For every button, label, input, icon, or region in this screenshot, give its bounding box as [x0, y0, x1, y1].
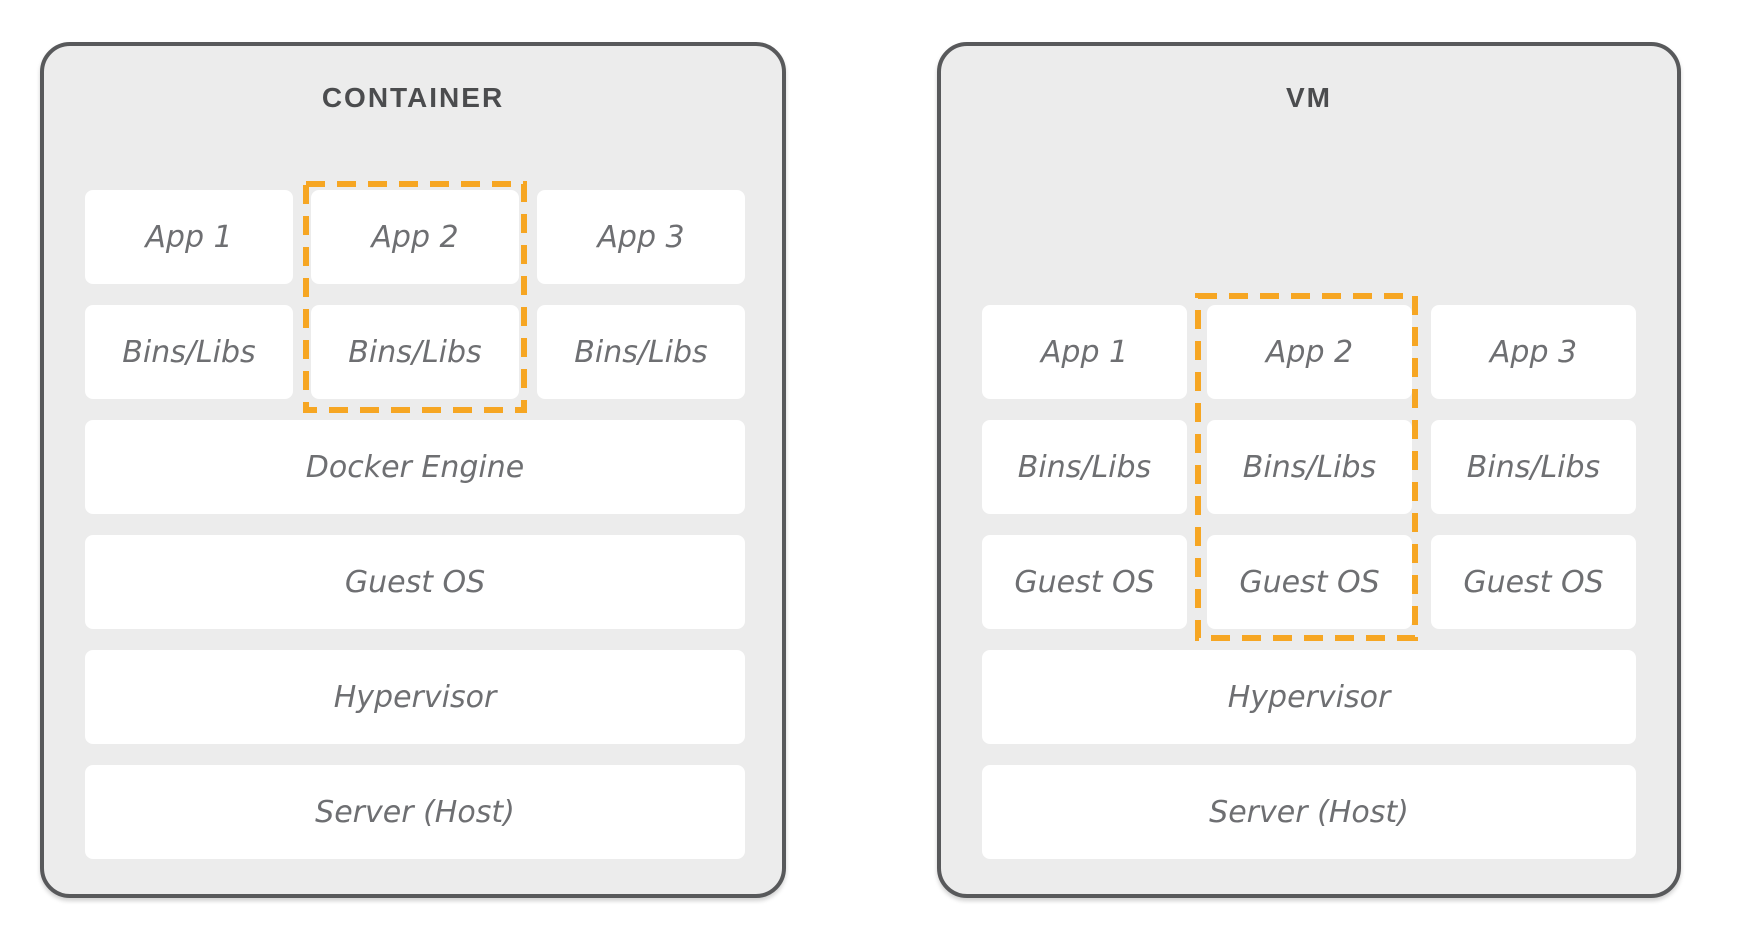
container-hypervisor-box: Hypervisor [85, 650, 745, 744]
container-binslibs-3-box: Bins/Libs [537, 305, 745, 399]
vm-guest-os-2-box: Guest OS [1207, 535, 1412, 629]
vm-app-1-box: App 1 [982, 305, 1187, 399]
container-guest-os-box: Guest OS [85, 535, 745, 629]
container-panel-title: CONTAINER [321, 82, 505, 113]
container-server-host-box: Server (Host) [85, 765, 745, 859]
vm-panel: VM App 1 App 2 App 3 Bins/Libs Bins/Libs… [937, 42, 1681, 898]
container-docker-engine-box: Docker Engine [85, 420, 745, 514]
vm-guest-os-1-box: Guest OS [982, 535, 1187, 629]
vm-panel-title: VM [1286, 82, 1332, 113]
vm-app-3-box: App 3 [1431, 305, 1636, 399]
container-app-2-box: App 2 [311, 190, 519, 284]
vm-hypervisor-box: Hypervisor [982, 650, 1636, 744]
vm-binslibs-2-box: Bins/Libs [1207, 420, 1412, 514]
container-panel: CONTAINER App 1 App 2 App 3 Bins/Libs Bi… [40, 42, 786, 898]
vm-server-host-box: Server (Host) [982, 765, 1636, 859]
vm-binslibs-3-box: Bins/Libs [1431, 420, 1636, 514]
vm-binslibs-1-box: Bins/Libs [982, 420, 1187, 514]
container-binslibs-2-box: Bins/Libs [311, 305, 519, 399]
vm-app-2-box: App 2 [1207, 305, 1412, 399]
container-app-3-box: App 3 [537, 190, 745, 284]
vm-guest-os-3-box: Guest OS [1431, 535, 1636, 629]
container-binslibs-1-box: Bins/Libs [85, 305, 293, 399]
container-app-1-box: App 1 [85, 190, 293, 284]
